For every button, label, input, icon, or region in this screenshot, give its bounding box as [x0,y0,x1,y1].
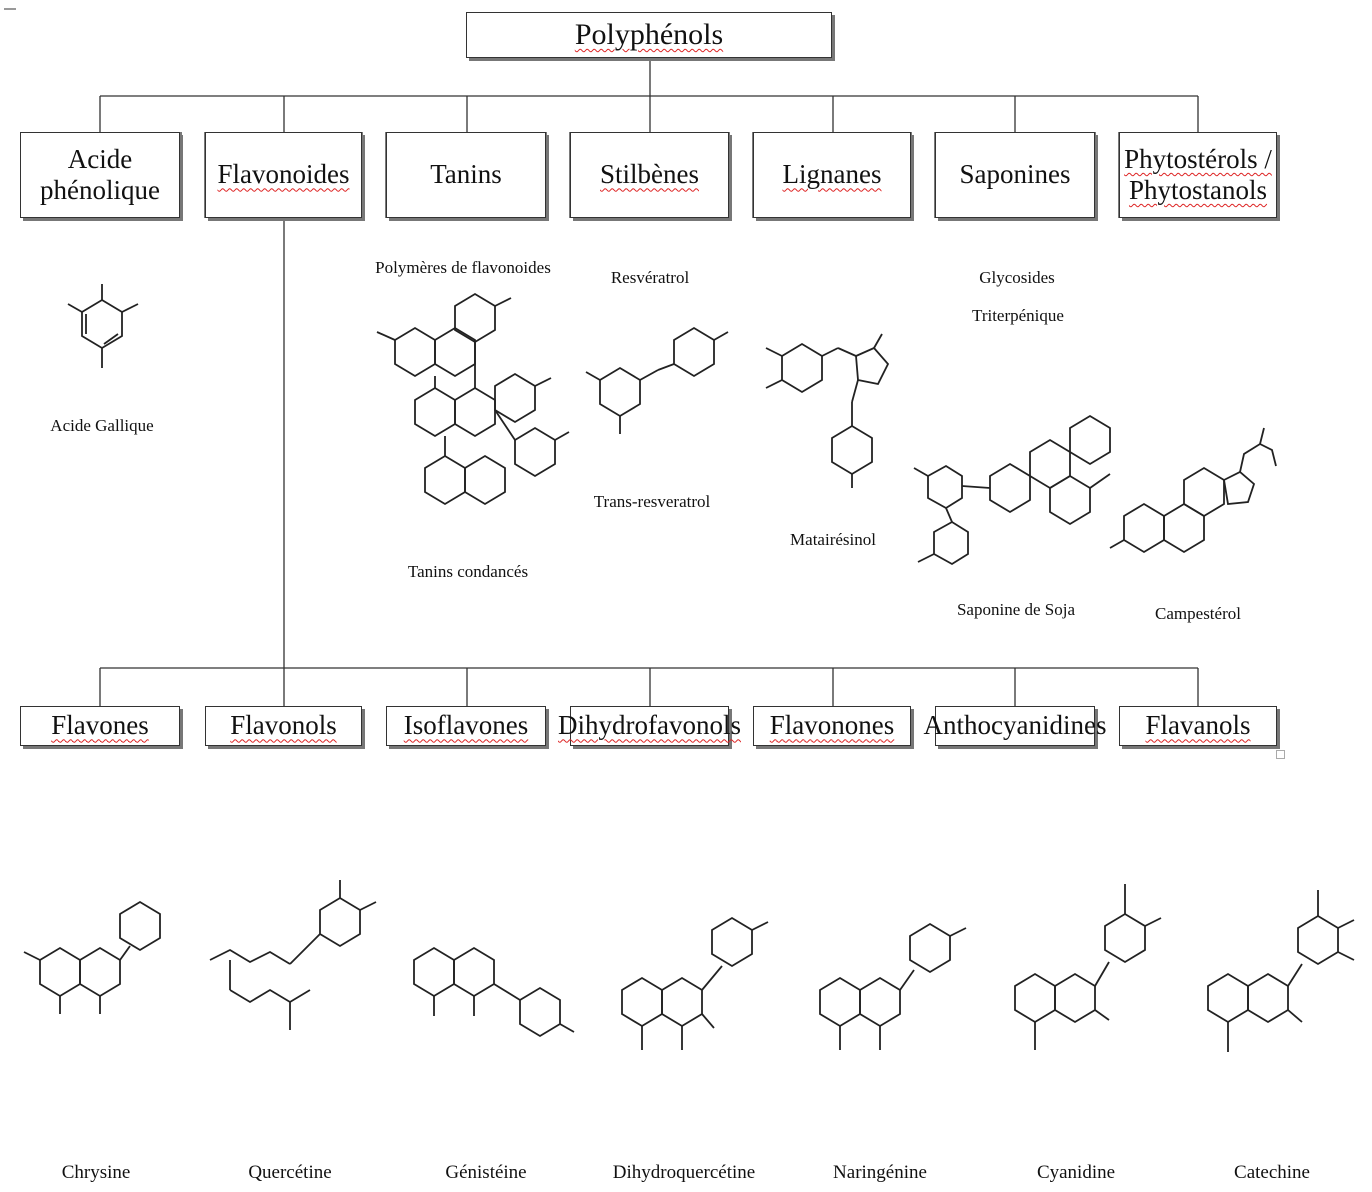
flavonoid-example-name: Quercétine [248,1162,332,1183]
campesterol-structure [1104,420,1284,575]
class-node-saponines: Saponines [935,132,1095,218]
condensed-tannin-structure [355,290,575,555]
flavonoid-example-name: Génistéine [445,1162,527,1183]
phyto-bottom-label: Campestérol [1155,604,1241,623]
class-node-flavonoides: Flavonoides [205,132,362,218]
saponines-bottom-label: Saponine de Soja [956,600,1076,619]
flavonoid-example-name: Chrysine [61,1162,131,1183]
flavonoid-example-name: Dihydroquercétine [612,1162,756,1183]
catechine-structure [1178,876,1368,1091]
class-label: Saponines [959,159,1071,190]
matairesinol-structure [752,328,902,503]
subclass-node-anthocyanidines: Anthocyanidines [924,706,1106,746]
tanins-top-label-text: Polymères de flavonoides [375,258,551,277]
gallic-acid-label: Acide Gallique [50,416,154,435]
class-label: Stilbènes [600,159,699,190]
dihydroquercetine-structure [592,900,782,1095]
naringenine-structure [790,900,980,1095]
class-node-stilbenes: Stilbènes [570,132,729,218]
root-label: Polyphénols [574,17,724,51]
saponines-top-label: Glycosides [979,268,1055,287]
saponines-top-label-2: Triterpénique [972,306,1064,325]
flavonoid-example-name: Cyanidine [1036,1162,1116,1183]
tanins-top-label: Polymères de flavonoides [375,258,551,278]
subclass-label: Flavanols [1145,710,1251,741]
class-label: Lignanes [782,159,882,190]
anchor-mark [1276,750,1285,759]
class-label-line2: Phytostanols [1128,175,1268,205]
flavonoid-example-name: Naringénine [833,1162,927,1183]
subclass-label: Anthocyanidines [923,710,1107,741]
class-node-lignanes: Lignanes [753,132,911,218]
class-label: Acide phénolique [40,143,160,205]
subclass-node-flavonones: Flavonones [753,706,911,746]
quercetine-structure [200,870,380,1085]
cyanidine-structure [985,870,1175,1085]
class-label: Tanins [430,159,502,190]
lignanes-bottom-label: Matairésinol [790,530,876,549]
subclass-label: Dihydrofavonols [558,710,741,741]
subclass-node-flavones: Flavones [20,706,180,746]
chrysine-structure [10,880,190,1085]
subclass-node-flavanols: Flavanols [1119,706,1277,746]
corner-mark [4,8,16,10]
subclass-node-dihydroflavonols: Dihydrofavonols [558,706,741,746]
flavonoid-example-name: Catechine [1234,1162,1310,1183]
class-node-acide-phenolique: Acide phénolique [20,132,180,218]
soy-saponin-structure [900,406,1130,591]
subclass-label: Flavonones [769,710,895,741]
subclass-node-flavonols: Flavonols [205,706,362,746]
root-node-polyphenols: Polyphénols [466,12,832,58]
genisteine-structure [390,920,580,1095]
subclass-node-isoflavones: Isoflavones [386,706,546,746]
gallic-acid-structure [60,270,160,405]
subclass-label: Flavonols [230,710,337,741]
resveratrol-structure [578,318,738,453]
tanins-bottom-label: Tanins condancés [407,562,529,581]
class-label: Phytostérols / [1124,143,1272,174]
subclass-label: Isoflavones [403,710,529,741]
class-node-tanins: Tanins [386,132,546,218]
class-label: Flavonoides [217,159,350,190]
class-node-phytosterols: Phytostérols / Phytostanols [1119,132,1277,218]
stilbenes-top-label: Resvératrol [610,268,690,287]
subclass-label: Flavones [51,710,149,741]
stilbenes-bottom-label: Trans-resveratrol [593,492,711,511]
